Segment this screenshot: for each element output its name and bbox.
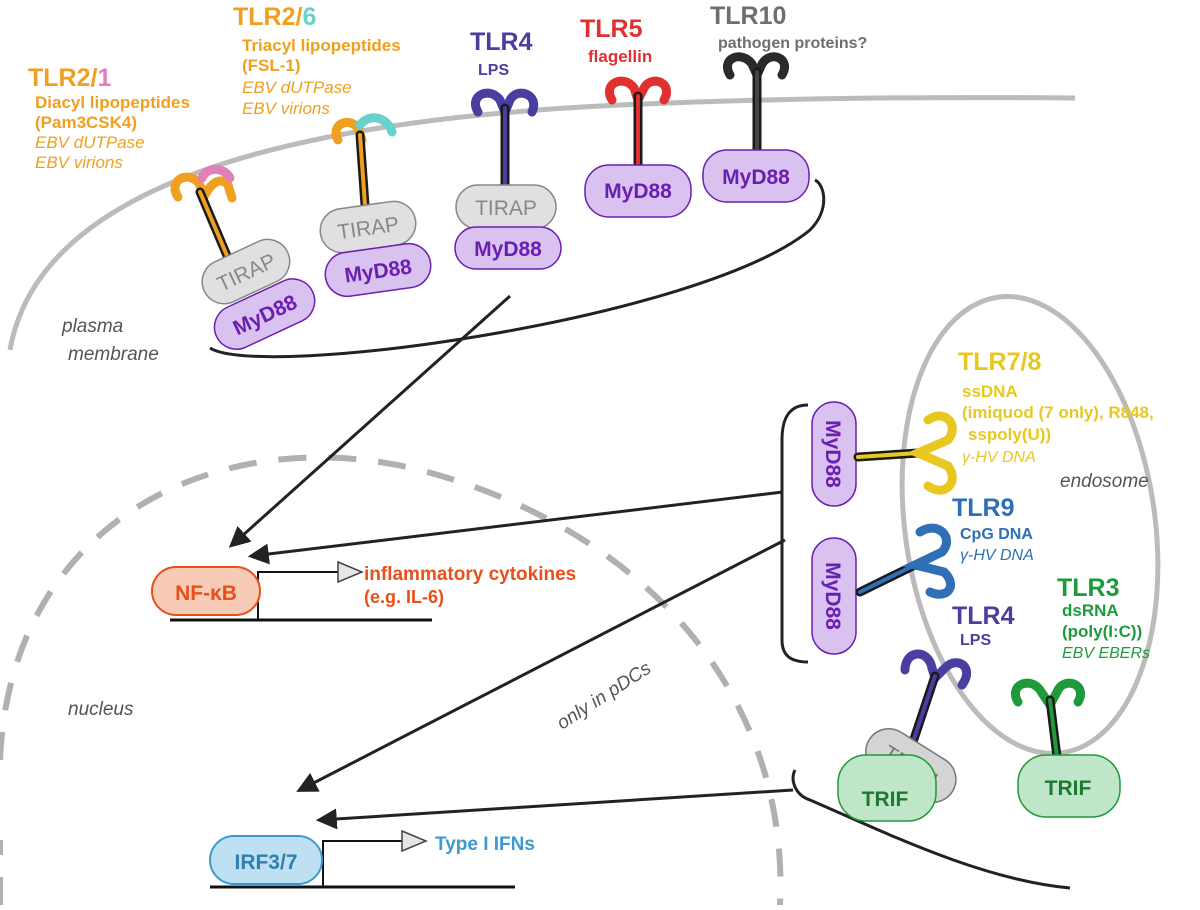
tlr2-1-ligand2: (Pam3CSK4) [35,113,137,132]
myd88-label-3: MyD88 [474,238,542,261]
myd88-label-7: MyD88 [821,562,844,630]
endosome-label: endosome [1060,471,1149,492]
tlr2-6-viral2: EBV virions [242,99,330,118]
endo-myd88-top: MyD88 [811,401,857,507]
surface-bracket [209,178,826,359]
tlr2-6-name: TLR2/6 [233,3,316,31]
irf-factor: IRF3/7 [209,835,323,885]
tlr5-receptor [605,76,671,175]
tlr2-1-ligand1: Diacyl lipopeptides [35,93,190,112]
trif-label-1: TRIF [862,788,909,811]
tlr2-6-myd88: MyD88 [324,242,432,298]
tlr2-1-receptor [170,164,237,263]
irf-label: IRF3/7 [234,851,297,874]
nfkb-label: NF-κB [175,582,237,605]
tlr9-receptor [855,523,955,599]
endo-myd88-bottom: MyD88 [811,537,857,655]
tlr10-ligand: pathogen proteins? [718,35,867,52]
tlr2-1-viral1: EBV dUTPase [35,133,145,152]
tlr2-1-name: TLR2/1 [28,64,111,92]
tlr3-viral: EBV EBERs [1062,645,1150,662]
arrow-pdc-to-irf [296,538,786,792]
tlr5-ligand: flagellin [588,47,652,66]
tlr78-receptor [853,411,957,495]
myd88-label-5: MyD88 [722,166,790,189]
tlr2-6-ligand2: (FSL-1) [242,56,301,75]
tlr4-surface-name: TLR4 [470,28,533,56]
tlr9-name: TLR9 [952,494,1015,522]
membrane-label: membrane [68,344,159,365]
only-in-pdcs-label: only in pDCs [553,658,655,735]
trif-bracket [791,769,1071,890]
trif-label-2: TRIF [1045,777,1092,800]
tlr78-ligand1: ssDNA [962,382,1018,401]
endosome-membrane [899,294,1161,756]
tlr5-name: TLR5 [580,15,643,43]
nfkb-factor: NF-κB [151,566,261,616]
tlr2-1-tirap: TIRAP [201,238,291,305]
nucleus-envelope [0,454,784,906]
tlr2-6-receptor [331,113,397,210]
plasma-label: plasma [61,316,123,337]
tlr4-endo-ligand: LPS [960,632,991,649]
arrow-trif-to-irf [315,788,794,830]
tlr10-name: TLR10 [710,2,786,30]
tlr9-ligand: CpG DNA [960,526,1033,543]
tlr3-name: TLR3 [1057,574,1120,602]
myd88-label-6: MyD88 [821,420,844,488]
type1-ifns-label: Type I IFNs [435,834,535,855]
myd88-label-4: MyD88 [604,180,672,203]
nfkb-promoter [170,560,432,622]
tlr78-viral: γ-HV DNA [962,449,1036,466]
arrow-myd88-to-nfkb [247,490,784,565]
arrow-surface-to-nfkb [228,294,512,548]
tlr4-endo-name: TLR4 [952,602,1015,630]
tlr3-receptor [1011,678,1085,770]
tlr4-surface-ligand: LPS [478,62,509,79]
irf-promoter [210,829,515,889]
tlr10-receptor [723,52,789,157]
tlr78-ligand2: (imiquod (7 only), R848, [962,403,1154,422]
tlr2-6-ligand1: Triacyl lipopeptides [242,36,401,55]
inflammatory-cytokines-label: inflammatory cytokines [364,564,576,585]
tlr78-ligand3: sspoly(U)) [968,425,1051,444]
nucleus-label: nucleus [68,699,134,720]
tlr9-viral: γ-HV DNA [960,547,1034,564]
endosome-myd88-bracket [780,403,809,664]
tlr2-6-viral1: EBV dUTPase [242,78,352,97]
il6-label: (e.g. IL-6) [364,587,444,607]
tlr4-endo-receptor [900,649,972,750]
tlr2-1-viral2: EBV virions [35,153,123,172]
tlr10-myd88 [702,149,810,203]
tlr3-ligand1: dsRNA [1062,601,1119,620]
plasma-membrane [7,95,1076,351]
tlr4-surface-receptor [471,88,539,193]
tirap-label-3: TIRAP [475,197,537,220]
tlr78-name: TLR7/8 [958,348,1041,376]
tlr5-myd88 [584,164,692,218]
trif-adaptor-1 [837,754,937,822]
tlr4-surface-myd88 [454,226,562,270]
tlr3-ligand2: (poly(I:C)) [1062,622,1142,641]
trif-adaptor-2 [1017,754,1121,818]
